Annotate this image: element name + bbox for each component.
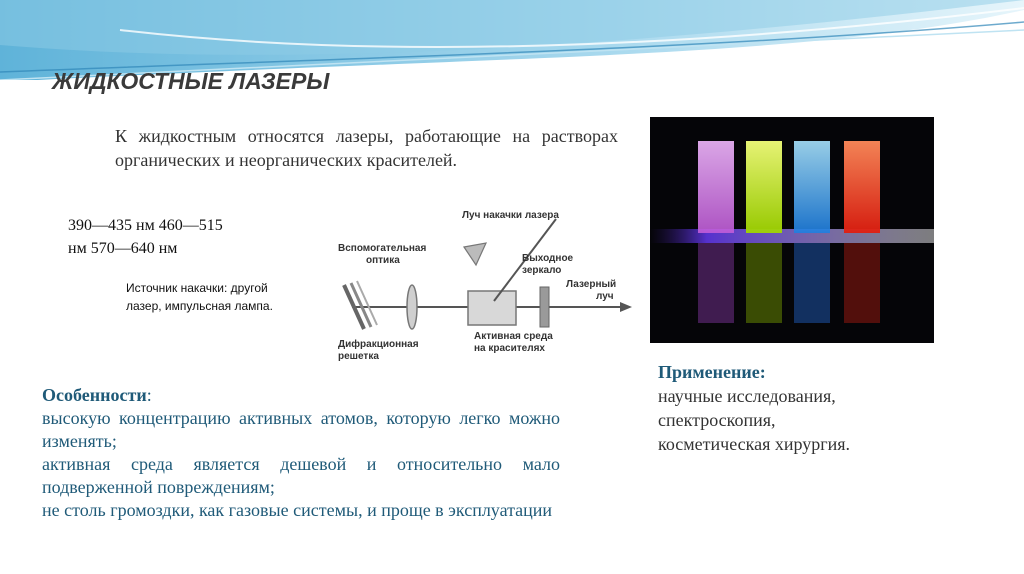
dye-laser-diagram: Луч накачки лазера Вспомогательная оптик… bbox=[334, 207, 640, 363]
feature-item: высокую концентрацию активных атомов, ко… bbox=[42, 408, 560, 451]
cuvette-yellow-green bbox=[746, 141, 782, 323]
aux-optics-lens bbox=[406, 284, 418, 330]
label-active-medium-1: Активная среда bbox=[474, 331, 553, 342]
features-section: Особенности: высокую концентрацию активн… bbox=[42, 384, 560, 522]
aux-optics-prism bbox=[462, 242, 488, 267]
features-heading-colon: : bbox=[146, 385, 152, 405]
features-heading: Особенности bbox=[42, 385, 147, 405]
application-item: научные исследования, bbox=[658, 386, 836, 406]
pump-source-note: Источник накачки: другой лазер, импульсн… bbox=[126, 279, 316, 315]
label-output-mirror-1: Выходное bbox=[522, 253, 574, 264]
pump-line-1: Источник накачки: другой bbox=[126, 281, 268, 295]
feature-item: не столь громоздки, как газовые системы,… bbox=[42, 500, 553, 520]
label-output-mirror-2: зеркало bbox=[522, 265, 561, 276]
page-title: ЖИДКОСТНЫЕ ЛАЗЕРЫ bbox=[52, 68, 330, 94]
label-aux-optics-2: оптика bbox=[366, 255, 400, 266]
label-aux-optics-1: Вспомогательная bbox=[338, 243, 426, 254]
active-medium-cell bbox=[467, 290, 517, 326]
label-grating-2: решетка bbox=[338, 351, 379, 362]
header-wave-decoration bbox=[0, 0, 1024, 80]
application-item: косметическая хирургия. bbox=[658, 434, 851, 454]
wavelength-ranges: 390—435 нм 460—515 нм 570—640 нм bbox=[68, 214, 223, 260]
applications-section: Применение: научные исследования, спектр… bbox=[658, 360, 918, 456]
label-pump-beam: Луч накачки лазера bbox=[462, 210, 559, 221]
output-arrow bbox=[620, 302, 632, 312]
output-mirror-shape bbox=[539, 286, 550, 328]
feature-item: активная среда является дешевой и относи… bbox=[42, 454, 560, 497]
label-grating-1: Дифракционная bbox=[338, 338, 419, 350]
cuvette-red bbox=[844, 141, 880, 323]
application-item: спектроскопия, bbox=[658, 410, 776, 430]
pump-line-2: лазер, импульсная лампа. bbox=[126, 299, 273, 313]
label-active-medium-2: на красителях bbox=[474, 343, 545, 354]
label-laser-beam-2: луч bbox=[596, 291, 614, 302]
cuvette-blue bbox=[794, 141, 830, 323]
dye-cuvettes-photo bbox=[650, 117, 934, 343]
pump-light-beam bbox=[650, 229, 934, 243]
intro-paragraph: К жидкостным относятся лазеры, работающи… bbox=[115, 126, 618, 170]
wavelength-line-1: 390—435 нм 460—515 bbox=[68, 217, 223, 234]
pump-beam-line bbox=[493, 218, 557, 302]
applications-heading: Применение: bbox=[658, 362, 766, 382]
cuvette-violet bbox=[698, 141, 734, 323]
label-laser-beam-1: Лазерный bbox=[566, 279, 616, 290]
diffraction-grating-shape bbox=[342, 280, 378, 330]
wavelength-line-2: нм 570—640 нм bbox=[68, 240, 178, 257]
